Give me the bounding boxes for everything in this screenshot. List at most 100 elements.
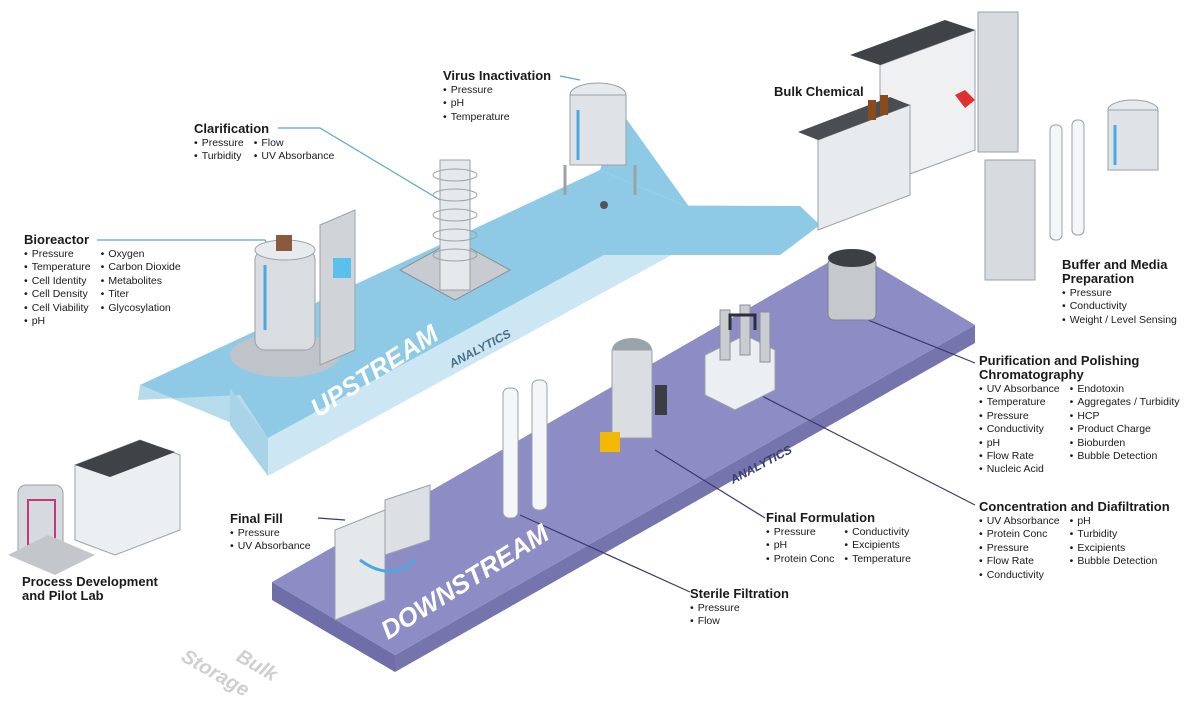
virus-inactivation-title: Virus Inactivation bbox=[443, 68, 552, 83]
bulk-chemical-title: Bulk Chemical bbox=[774, 84, 864, 99]
measurement-item: Flow bbox=[254, 137, 335, 150]
final-formulation-equipment bbox=[600, 338, 667, 452]
measurement-item: Pressure bbox=[979, 542, 1060, 555]
measurement-item: Metabolites bbox=[101, 275, 181, 288]
downstream-band bbox=[272, 250, 975, 672]
sterile-filtration-equipment bbox=[502, 379, 548, 519]
measurement-item: Glycosylation bbox=[101, 302, 181, 315]
measurement-item: Temperature bbox=[24, 261, 91, 274]
measurement-item: Pressure bbox=[1062, 287, 1177, 300]
measurement-item: Product Charge bbox=[1070, 423, 1180, 436]
measurement-item: Pressure bbox=[690, 602, 789, 615]
process-dev-title-line2: and Pilot Lab bbox=[22, 588, 104, 603]
measurement-item: Protein Conc bbox=[766, 553, 835, 566]
clarification-title: Clarification bbox=[194, 121, 270, 136]
measurement-item: Pressure bbox=[766, 526, 834, 539]
measurement-item: pH bbox=[1070, 515, 1158, 528]
sterile-filtration-label: Sterile Filtration PressureFlow bbox=[690, 587, 789, 629]
measurement-item: Carbon Dioxide bbox=[101, 261, 180, 274]
buffer-media-equipment bbox=[984, 99, 1159, 281]
concentration-list-col2: pHTurbidityExcipientsBubble Detection bbox=[1070, 515, 1158, 582]
measurement-item: Cell Identity bbox=[24, 275, 91, 288]
measurement-item: Bioburden bbox=[1070, 437, 1180, 450]
virus-inactivation-equipment bbox=[563, 82, 637, 209]
measurement-item: Flow bbox=[690, 615, 789, 628]
buffer-media-title-line2: Preparation bbox=[1062, 271, 1135, 286]
measurement-item: UV Absorbance bbox=[230, 540, 311, 553]
buffer-media-title-line1: Buffer and Media bbox=[1062, 257, 1168, 272]
measurement-item: Cell Viability bbox=[24, 302, 91, 315]
measurement-item: pH bbox=[979, 437, 1060, 450]
purification-equipment bbox=[827, 249, 877, 321]
final-formulation-label: Final Formulation PressurepHProtein Conc… bbox=[766, 511, 911, 566]
measurement-item: Pressure bbox=[230, 527, 311, 540]
measurement-item: Endotoxin bbox=[1070, 383, 1180, 396]
measurement-item: UV Absorbance bbox=[979, 383, 1060, 396]
measurement-item: Cell Density bbox=[24, 288, 91, 301]
measurement-item: Weight / Level Sensing bbox=[1062, 314, 1177, 327]
bioreactor-title: Bioreactor bbox=[24, 232, 90, 247]
virus-inactivation-label: Virus Inactivation PressurepHTemperature bbox=[443, 69, 551, 124]
measurement-item: Conductivity bbox=[979, 569, 1060, 582]
final-fill-equipment bbox=[334, 484, 431, 621]
measurement-item: Protein Conc bbox=[979, 528, 1060, 541]
measurement-item: UV Absorbance bbox=[254, 150, 334, 163]
final-fill-label: Final Fill PressureUV Absorbance bbox=[230, 512, 311, 554]
concentration-title: Concentration and Diafiltration bbox=[979, 499, 1170, 514]
measurement-item: HCP bbox=[1070, 410, 1180, 423]
measurement-item: pH bbox=[443, 97, 551, 110]
virus-inactivation-list: PressurepHTemperature bbox=[443, 84, 551, 124]
measurement-item: Pressure bbox=[194, 137, 244, 150]
measurement-item: Pressure bbox=[443, 84, 551, 97]
measurement-item: Flow Rate bbox=[979, 555, 1060, 568]
measurement-item: Pressure bbox=[24, 248, 91, 261]
clarification-equipment bbox=[398, 159, 512, 301]
sterile-filtration-list: PressureFlow bbox=[690, 602, 789, 629]
clarification-list-col1: PressureTurbidity bbox=[194, 137, 244, 164]
final-formulation-list-col1: PressurepHProtein Conc bbox=[766, 526, 835, 566]
measurement-item: Aggregates / Turbidity bbox=[1070, 396, 1179, 409]
bulk-chemical-label: Bulk Chemical bbox=[774, 85, 864, 99]
measurement-item: Excipients bbox=[844, 539, 911, 552]
bulk-chemical-equipment bbox=[798, 11, 1019, 231]
clarification-list-col2: FlowUV Absorbance bbox=[254, 137, 335, 164]
measurement-item: Conductivity bbox=[979, 423, 1060, 436]
purification-title-line1: Purification and Polishing bbox=[979, 353, 1140, 368]
purification-list-col1: UV AbsorbanceTemperaturePressureConducti… bbox=[979, 383, 1060, 477]
final-formulation-title: Final Formulation bbox=[766, 510, 876, 525]
clarification-label: Clarification PressureTurbidity FlowUV A… bbox=[194, 122, 334, 164]
measurement-item: Turbidity bbox=[194, 150, 244, 163]
measurement-item: pH bbox=[766, 539, 834, 552]
buffer-media-label: Buffer and Media Preparation PressureCon… bbox=[1062, 258, 1177, 327]
measurement-item: Bubble Detection bbox=[1070, 555, 1157, 568]
measurement-item: Nucleic Acid bbox=[979, 463, 1060, 476]
measurement-item: Conductivity bbox=[844, 526, 911, 539]
measurement-item: Titer bbox=[101, 288, 181, 301]
measurement-item: Flow Rate bbox=[979, 450, 1060, 463]
measurement-item: Temperature bbox=[443, 111, 551, 124]
measurement-item: Excipients bbox=[1070, 542, 1158, 555]
measurement-item: pH bbox=[24, 315, 91, 328]
final-fill-title: Final Fill bbox=[230, 511, 283, 526]
purification-title-line2: Chromatography bbox=[979, 367, 1084, 382]
concentration-equipment bbox=[704, 304, 776, 411]
concentration-list-col1: UV AbsorbanceProtein ConcPressureFlow Ra… bbox=[979, 515, 1060, 582]
bioreactor-label: Bioreactor PressureTemperatureCell Ident… bbox=[24, 233, 181, 328]
connector-lines bbox=[97, 75, 976, 593]
final-formulation-list-col2: ConductivityExcipientsTemperature bbox=[844, 526, 911, 566]
purification-label: Purification and Polishing Chromatograph… bbox=[979, 354, 1179, 477]
measurement-item: Bubble Detection bbox=[1070, 450, 1180, 463]
measurement-item: Turbidity bbox=[1070, 528, 1158, 541]
purification-list-col2: EndotoxinAggregates / TurbidityHCPProduc… bbox=[1070, 383, 1180, 477]
bioreactor-list-col1: PressureTemperatureCell IdentityCell Den… bbox=[24, 248, 91, 328]
sterile-filtration-title: Sterile Filtration bbox=[690, 586, 789, 601]
process-dev-label: Process Development and Pilot Lab bbox=[22, 575, 158, 603]
measurement-item: Temperature bbox=[979, 396, 1060, 409]
buffer-media-list: PressureConductivityWeight / Level Sensi… bbox=[1062, 287, 1177, 327]
pilot-lab-equipment bbox=[8, 439, 181, 575]
measurement-item: UV Absorbance bbox=[979, 515, 1060, 528]
measurement-item: Conductivity bbox=[1062, 300, 1177, 313]
bioreactor-equipment bbox=[230, 209, 356, 377]
